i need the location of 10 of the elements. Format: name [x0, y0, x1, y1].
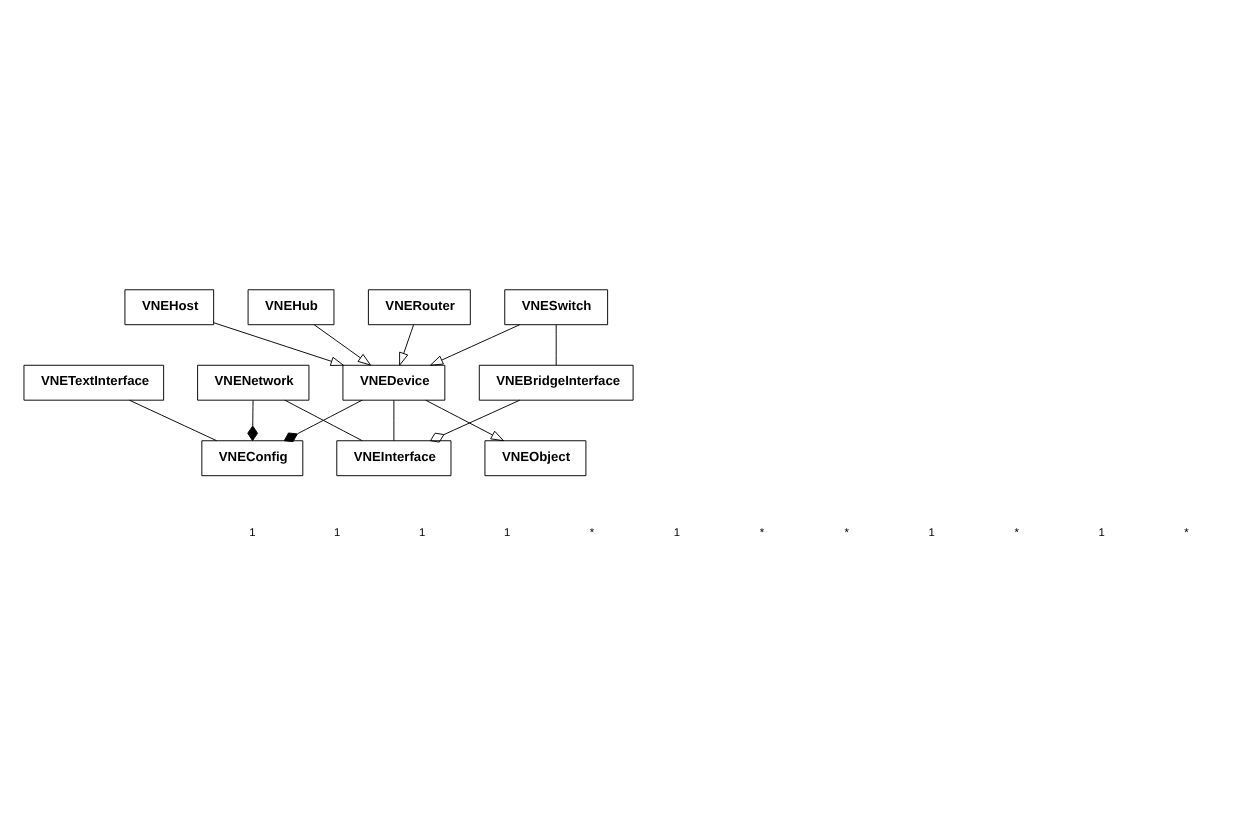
arrow [213, 321, 344, 365]
connector [555, 323, 557, 365]
connector [128, 398, 218, 441]
connector [247, 398, 259, 441]
arrow [430, 323, 521, 365]
arrow [313, 323, 371, 365]
arrow [425, 398, 504, 441]
connector [430, 398, 521, 442]
connector [393, 398, 395, 441]
arrow [399, 323, 415, 365]
